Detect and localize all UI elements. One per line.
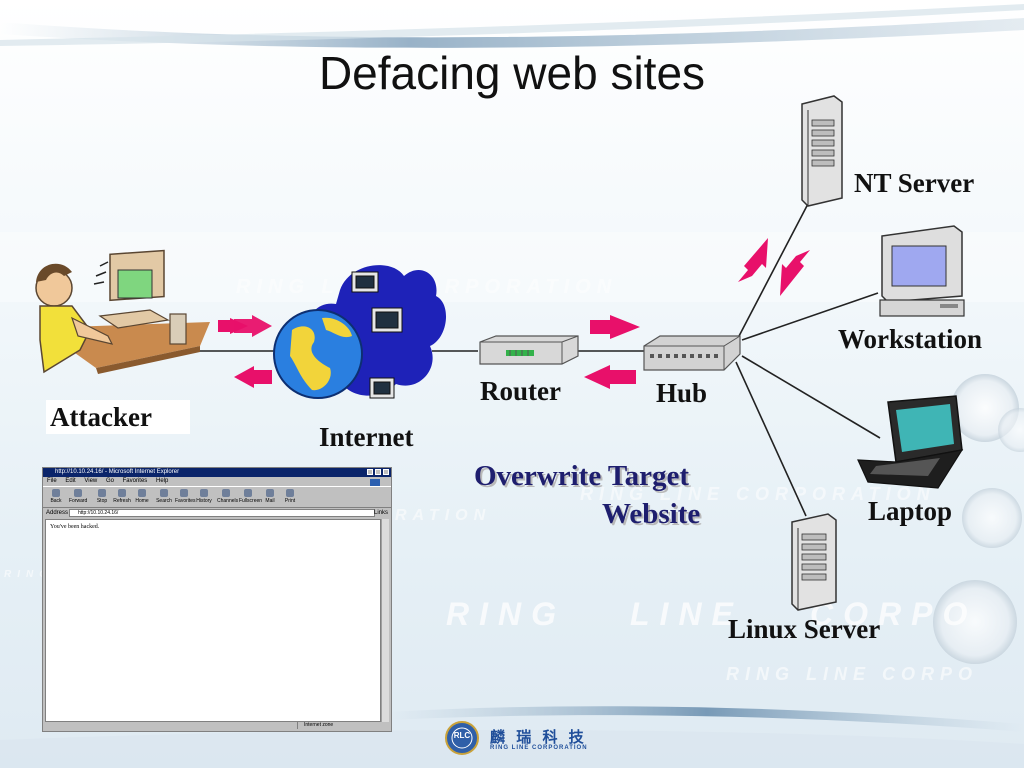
status-zone: Internet zone: [297, 721, 333, 729]
menu-go: Go: [105, 478, 114, 484]
workstation-icon: [879, 225, 965, 317]
search-button: Search: [155, 489, 173, 504]
arrow-left-icon: [234, 366, 272, 388]
overwrite-target-text: Overwrite Target: [474, 460, 690, 492]
watermark-line2: RING LINE CORPORATION: [580, 484, 936, 504]
arrow-up-right-icon: [738, 238, 768, 282]
fullscreen-icon: [244, 489, 252, 497]
nt-server-icon: [801, 95, 843, 207]
watermark-left-b: RING: [4, 569, 53, 580]
mail-button: Mail: [261, 489, 279, 504]
fullscreen-button: Fullscreen: [239, 489, 262, 504]
home-button: Home: [133, 489, 151, 504]
favorites-button: Favorites: [175, 489, 196, 504]
home-icon: [138, 489, 146, 497]
traffic-arrows: [218, 238, 810, 389]
company-emblem-icon: [445, 721, 479, 755]
watermark-line4: RING LINE CORPO: [726, 664, 979, 684]
history-icon: [200, 489, 208, 497]
menu-edit: Edit: [65, 478, 76, 484]
internet-cloud-icon: [273, 265, 447, 399]
internet-label: Internet: [319, 422, 414, 452]
favorites-icon: [180, 489, 188, 497]
menu-file: File: [47, 478, 57, 484]
minimize-icon: [367, 469, 373, 475]
hub-icon: [643, 335, 741, 371]
print-button: Print: [281, 489, 299, 504]
close-icon: [383, 469, 389, 475]
connection-lines: [198, 199, 881, 517]
refresh-button: Refresh: [113, 489, 131, 504]
forward-button: Forward: [69, 489, 87, 504]
back-button: Back: [47, 489, 65, 504]
forward-icon: [74, 489, 82, 497]
watermark-left-a: RATION: [395, 507, 492, 524]
logo-initials: RLC: [453, 731, 471, 740]
browser-window-title: http://10.10.24.16/ - Microsoft Internet…: [55, 469, 180, 475]
company-name-cjk: 麟 瑞 科 技: [490, 728, 587, 746]
menu-view: View: [84, 478, 98, 484]
browser-content: You've been hacked.: [45, 519, 381, 722]
menu-favorites: Favorites: [122, 478, 148, 484]
history-button: History: [195, 489, 213, 504]
address-label: Address: [46, 510, 69, 516]
channels-button: Channels: [217, 489, 238, 504]
browser-scrollbar: [381, 519, 389, 722]
browser-toolbar: Back Forward Stop Refresh Home Search Fa…: [43, 486, 391, 508]
browser-title-bar: http://10.10.24.16/ - Microsoft Internet…: [43, 468, 391, 477]
watermark-line3a: RING: [446, 596, 566, 632]
company-logo: RLC 麟 瑞 科 技 RING LINE CORPORATION: [444, 720, 604, 760]
refresh-icon: [118, 489, 126, 497]
laptop-label: Laptop: [868, 496, 953, 526]
menu-help: Help: [155, 478, 169, 484]
search-icon: [160, 489, 168, 497]
slide-title: Defacing web sites: [318, 47, 706, 99]
print-icon: [286, 489, 294, 497]
arrow-down-left-icon: [780, 250, 810, 296]
router-label: Router: [480, 376, 561, 406]
address-bar: Address http://10.10.24.16/ Links: [43, 508, 391, 519]
links-label: Links: [373, 510, 388, 516]
attacker-label: Attacker: [46, 400, 190, 434]
mail-icon: [266, 489, 274, 497]
browser-status-bar: Internet zone: [45, 721, 389, 729]
ie-logo-icon: [370, 479, 380, 487]
website-text: Website: [602, 498, 701, 530]
linux-server-icon: [791, 513, 837, 611]
arrow-left-icon: [584, 365, 636, 389]
company-name-en: RING LINE CORPORATION: [490, 745, 588, 751]
stop-button: Stop: [93, 489, 111, 504]
browser-menu-bar: File Edit View Go Favorites Help: [43, 477, 391, 487]
arrow-right-icon: [590, 315, 640, 339]
stop-icon: [98, 489, 106, 497]
clock-decoration-icon: [933, 374, 1024, 664]
nt-server-label: NT Server: [854, 168, 975, 198]
watermark-line3b: LINE: [630, 596, 743, 632]
back-icon: [52, 489, 60, 497]
router-icon: [479, 335, 579, 365]
maximize-icon: [375, 469, 381, 475]
arrow-right-icon: [234, 315, 272, 337]
laptop-icon: [857, 395, 964, 489]
channels-icon: [222, 489, 230, 497]
address-field: http://10.10.24.16/: [69, 509, 375, 517]
defaced-browser-window: http://10.10.24.16/ - Microsoft Internet…: [42, 467, 392, 732]
linux-server-label: Linux Server: [728, 614, 881, 644]
hub-label: Hub: [656, 378, 708, 408]
defaced-message: You've been hacked.: [50, 524, 100, 530]
arrow-right-icon: [218, 318, 248, 334]
workstation-label: Workstation: [838, 324, 983, 354]
attacker-icon: [35, 249, 210, 374]
